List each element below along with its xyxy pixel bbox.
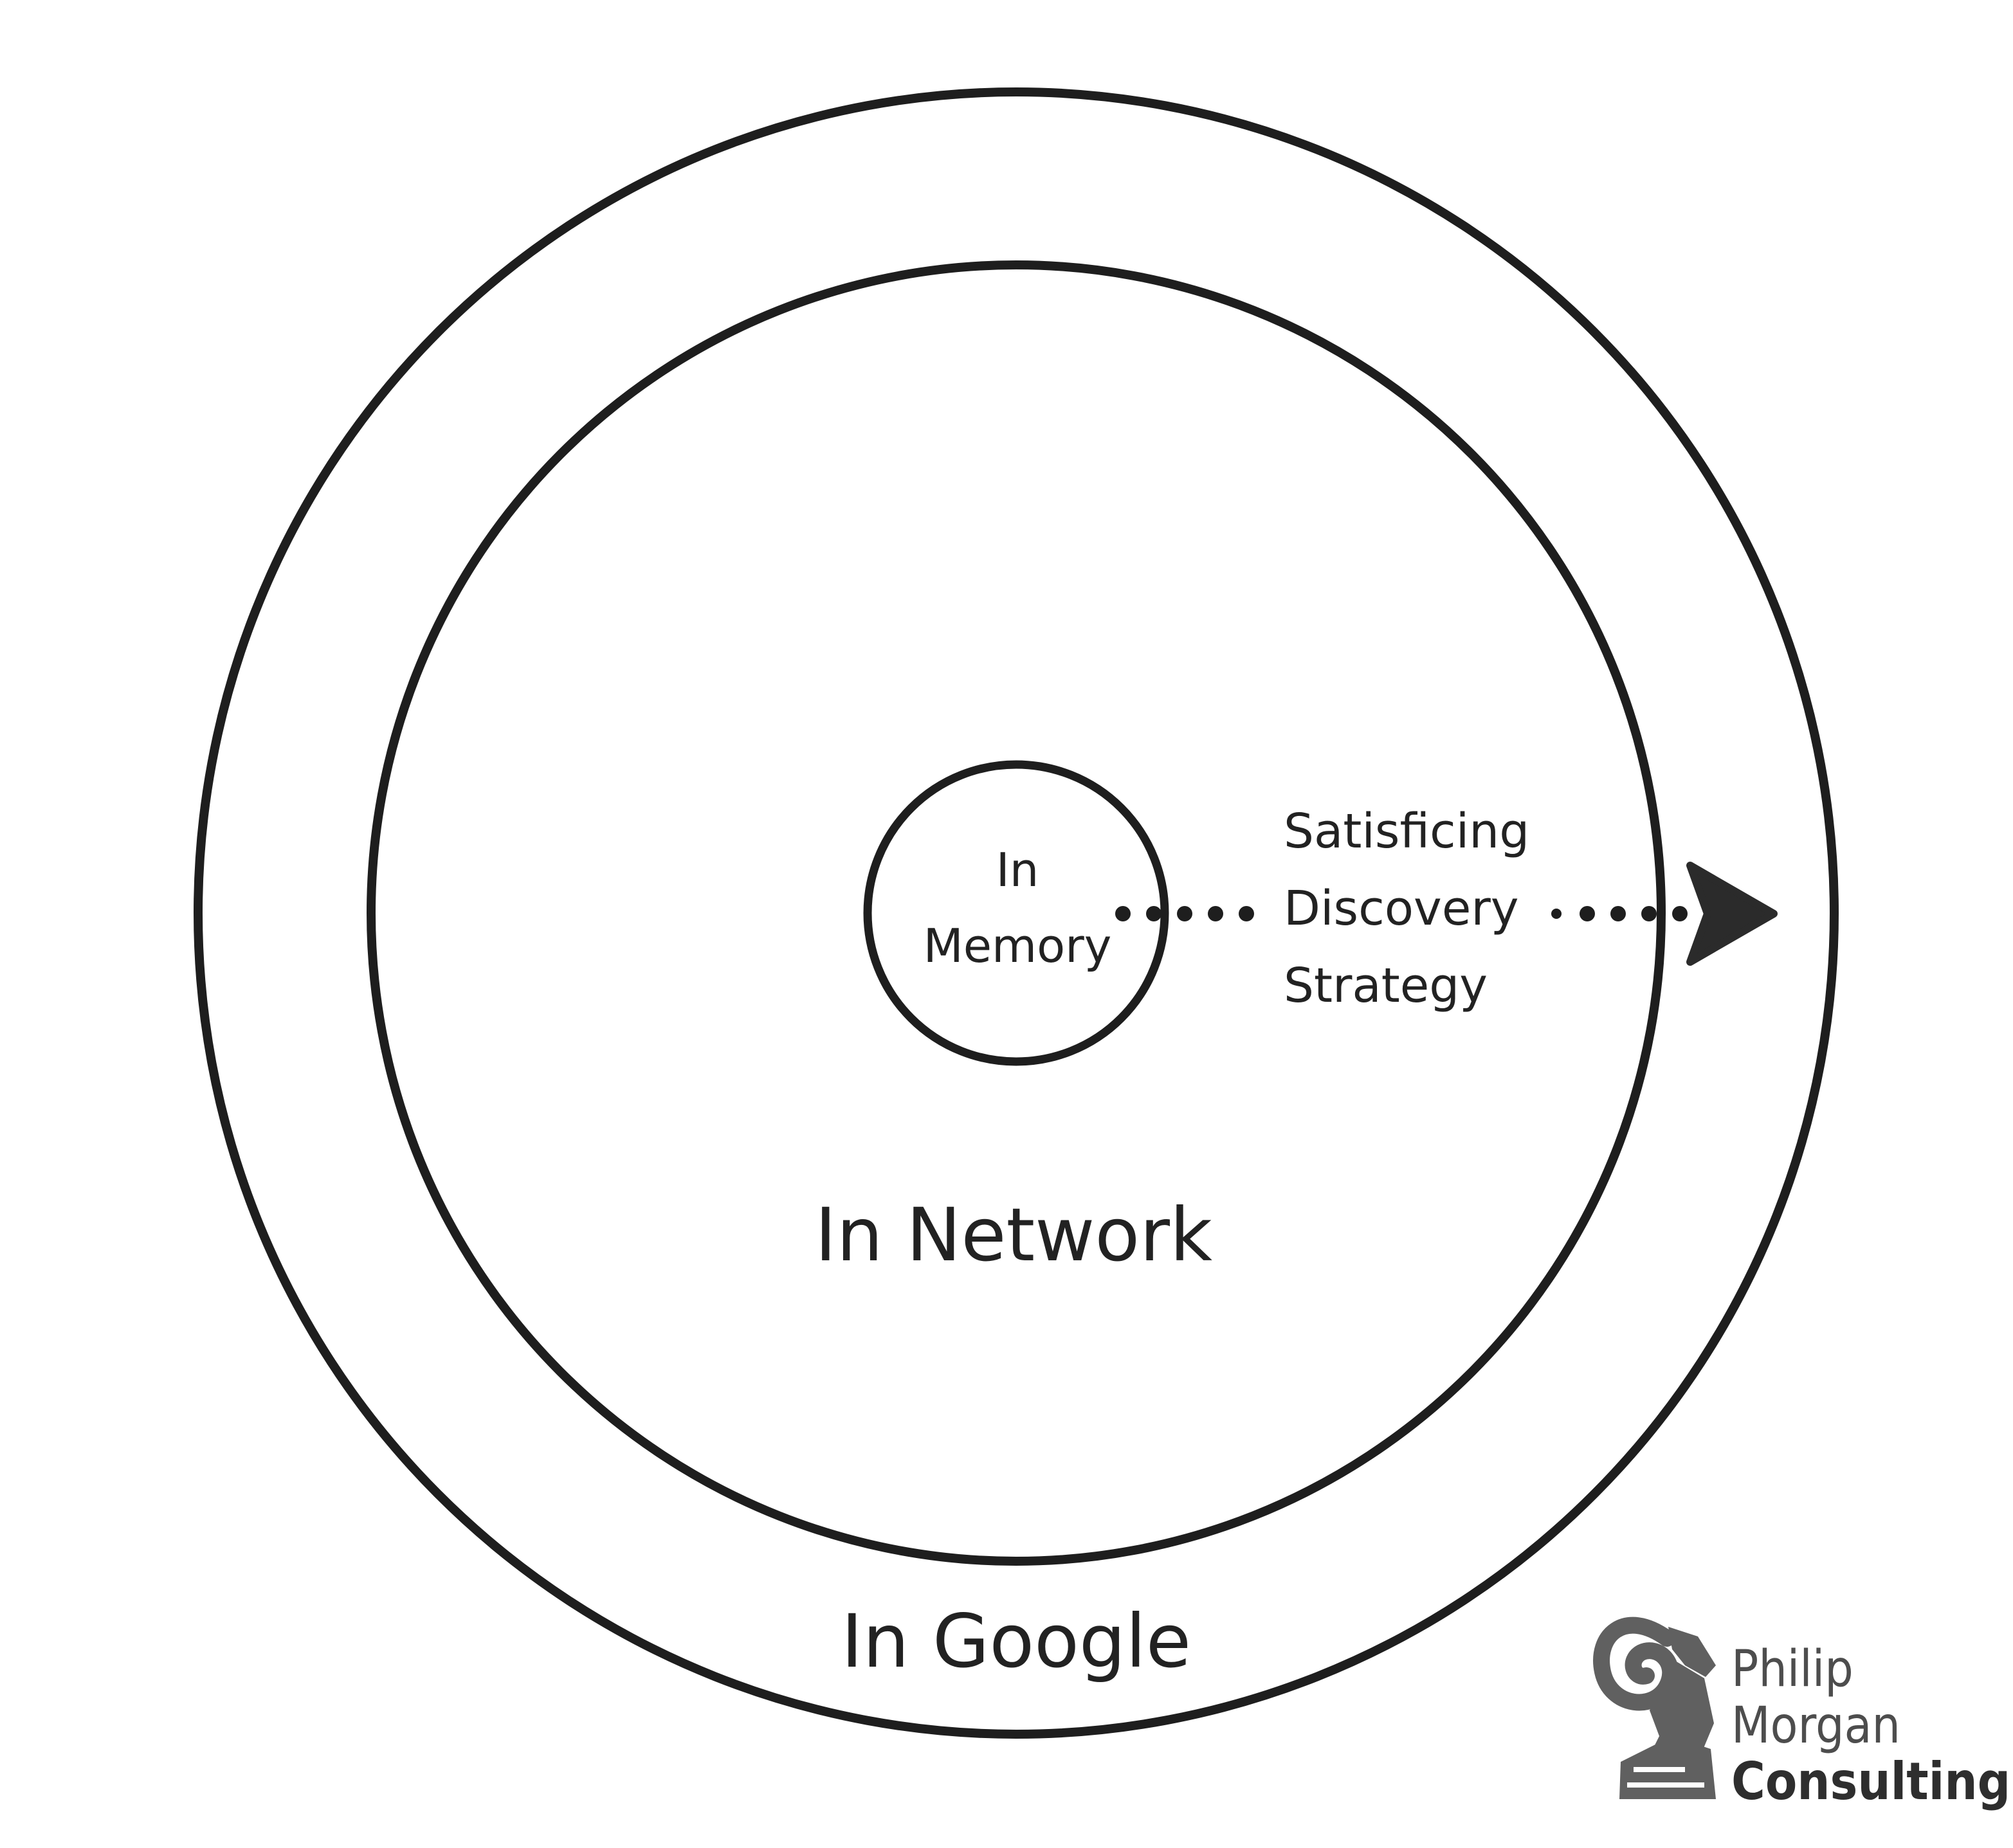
company-logo: Philip Morgan Consulting: [1593, 1617, 2010, 1811]
inner-circle-in-memory: [863, 760, 1169, 1066]
inner-label-line-2: Memory: [924, 919, 1112, 973]
dotted-arrow-left-segment: [1115, 906, 1254, 921]
outer-circle-in-google: [194, 87, 1839, 1739]
strategy-label-line-1: Satisficing: [1284, 804, 1529, 859]
ram-logo-icon: [1593, 1617, 1716, 1799]
arrow-head-icon: [1686, 862, 1778, 966]
strategy-label-line-3: Strategy: [1284, 958, 1488, 1013]
inner-label-line-1: In: [996, 843, 1039, 897]
logo-line-3: Consulting: [1731, 1752, 2010, 1811]
logo-line-2: Morgan: [1731, 1697, 1900, 1755]
strategy-label-line-2: Discovery: [1284, 881, 1519, 936]
logo-line-1: Philip: [1731, 1640, 1854, 1698]
middle-circle-in-network: [367, 260, 1666, 1566]
middle-label: In Network: [815, 1192, 1212, 1278]
outer-label: In Google: [841, 1599, 1191, 1684]
dotted-arrow-right-segment: [1551, 906, 1688, 921]
